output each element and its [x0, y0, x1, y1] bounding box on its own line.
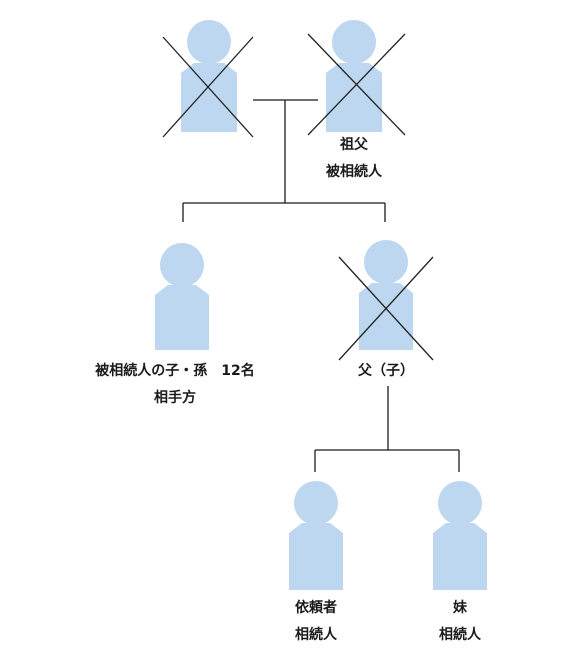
person-grandfather	[307, 20, 406, 136]
connector-lines	[182, 99, 460, 472]
grandmother-head	[187, 20, 231, 64]
father-head	[364, 240, 408, 284]
grandfather-name-label: 祖父	[340, 137, 368, 153]
children-name-label: 被相続人の子・孫 12名	[95, 363, 255, 379]
grandmother-deceased-cross	[162, 36, 254, 138]
grandfather-role-label: 被相続人	[326, 164, 382, 180]
father-deceased-cross	[338, 256, 434, 361]
person-grandmother	[162, 20, 254, 138]
children-role-label: 相手方	[154, 390, 196, 406]
grandfather-deceased-cross	[307, 33, 406, 136]
person-sister	[433, 481, 487, 590]
children-body	[155, 285, 209, 350]
client-role-label: 相続人	[295, 627, 337, 643]
person-children	[155, 243, 209, 350]
sister-body	[433, 523, 487, 590]
person-client	[289, 481, 343, 590]
client-name-label: 依頼者	[295, 600, 337, 616]
father-body	[359, 283, 413, 350]
sister-name-label: 妹	[453, 600, 467, 616]
father-name-label: 父（子）	[358, 363, 414, 379]
grandfather-body	[326, 63, 382, 132]
sister-role-label: 相続人	[439, 627, 481, 643]
grandmother-body	[181, 63, 237, 132]
grandfather-head	[332, 20, 376, 64]
client-body	[289, 523, 343, 590]
client-head	[294, 481, 338, 525]
person-father	[338, 240, 434, 361]
children-head	[160, 243, 204, 287]
sister-head	[438, 481, 482, 525]
